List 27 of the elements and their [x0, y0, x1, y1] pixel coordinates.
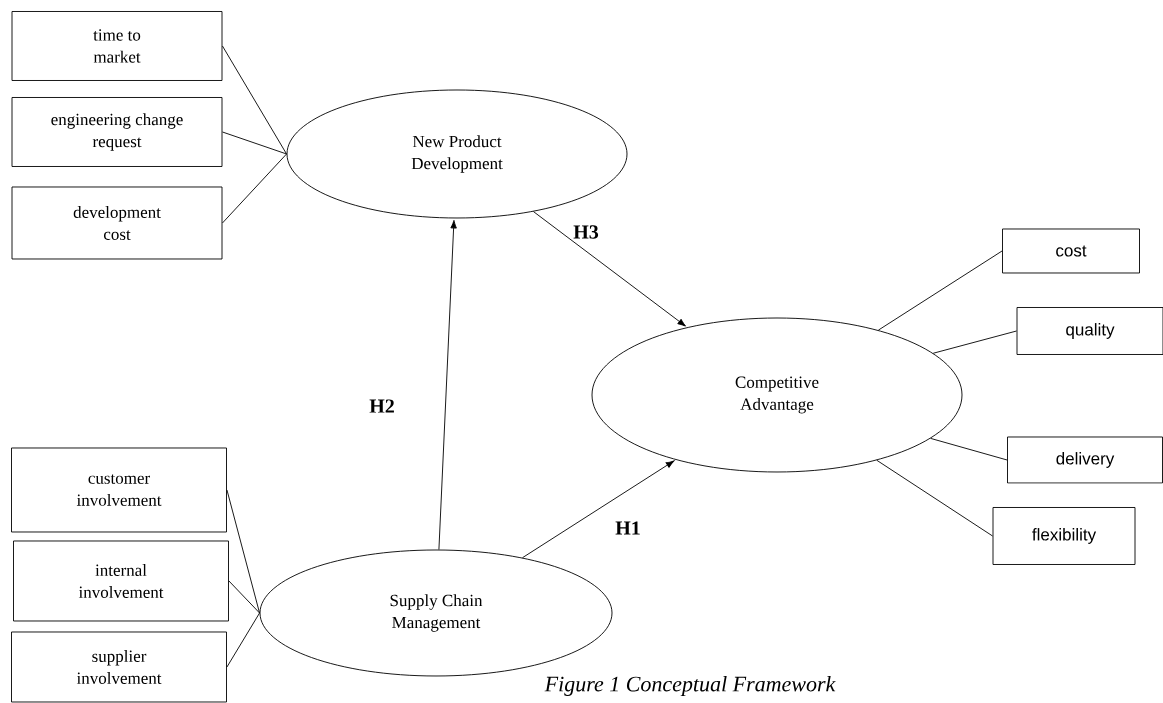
indicator-box: engineering change request	[11, 97, 223, 167]
edge-label: H1	[614, 520, 642, 536]
indicator-box: quality	[1016, 307, 1163, 355]
connector-line	[226, 489, 260, 614]
indicator-box: development cost	[11, 186, 223, 260]
indicator-box: internal involvement	[13, 540, 229, 622]
indicator-box: delivery	[1007, 436, 1163, 484]
indicator-box: flexibility	[992, 507, 1136, 565]
arrow	[438, 219, 457, 550]
connector-line	[930, 437, 1008, 461]
arrow	[522, 460, 675, 559]
connector-line	[222, 45, 287, 155]
indicator-box: customer involvement	[11, 447, 227, 533]
indicator-box: time to market	[11, 11, 223, 81]
connector-line	[228, 580, 260, 614]
caption: Figure 1 Conceptual Framework	[543, 675, 837, 697]
indicator-box: cost	[1002, 228, 1140, 274]
connector-line	[876, 459, 993, 537]
connector-line	[226, 612, 260, 668]
connector-line	[222, 153, 287, 224]
connector-line	[222, 131, 287, 155]
indicator-box: supplier involvement	[11, 631, 227, 703]
edge-label: H3	[572, 224, 600, 240]
connector-line	[877, 250, 1003, 331]
connector-line	[932, 330, 1017, 354]
edge-label: H2	[368, 398, 396, 414]
arrow	[533, 211, 686, 327]
